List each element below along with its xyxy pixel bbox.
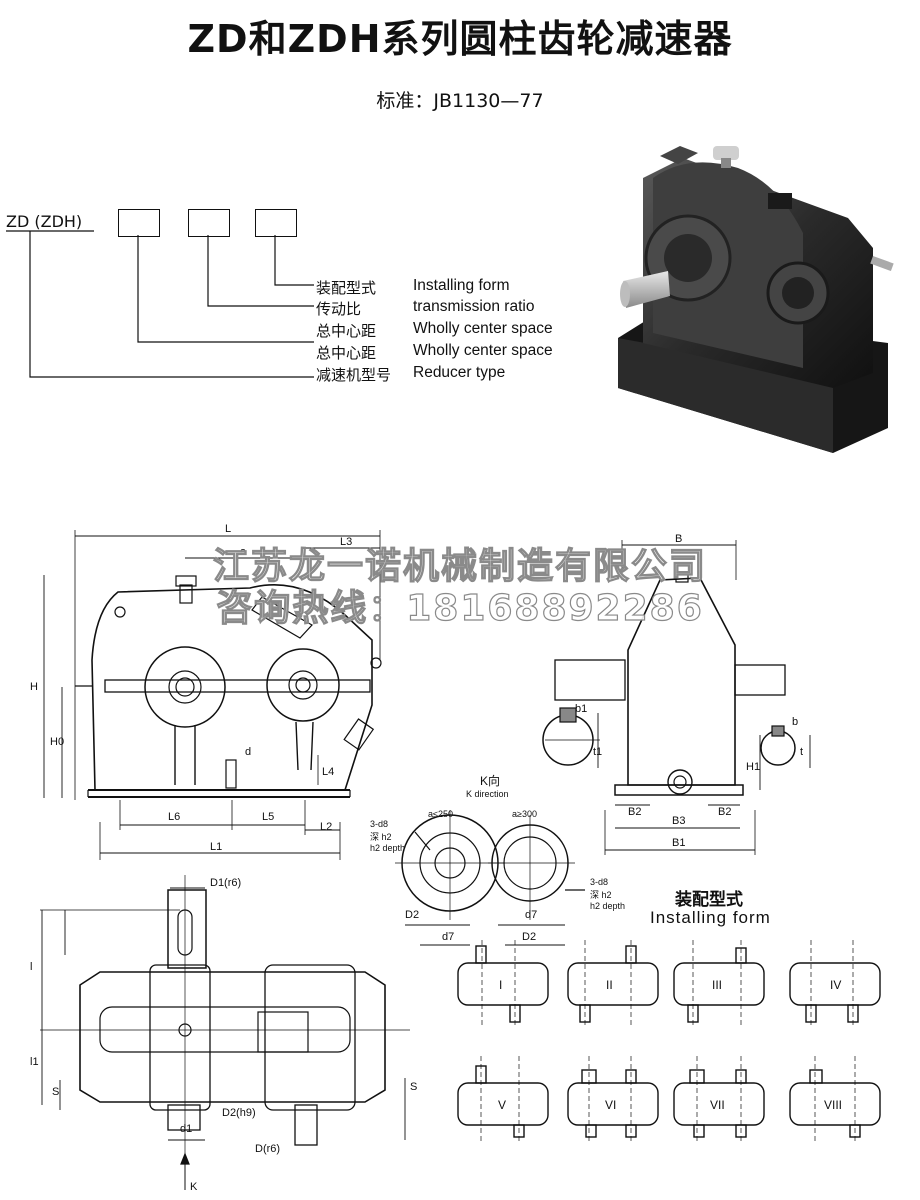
k-view-a-small: a≤250 xyxy=(428,809,453,819)
standard-number: 标准：JB1130—77 xyxy=(376,90,544,112)
legend-en-center-space-2: Wholly center space xyxy=(413,342,553,359)
dim-H: H xyxy=(30,681,38,693)
dim-Dr6: D(r6) xyxy=(255,1143,280,1155)
technical-drawings: L a L3 H H0 d L4 L6 L5 L2 L1 B b1 t1 b t… xyxy=(30,523,811,1193)
dim-B1: B1 xyxy=(672,837,685,849)
code-leader-lines xyxy=(6,230,314,378)
form-label-7: VII xyxy=(710,1098,725,1112)
dim-b: b xyxy=(792,716,798,728)
k-view-hole-left: 3-d8 xyxy=(370,819,388,829)
form-label-2: II xyxy=(606,978,613,992)
dim-a: a xyxy=(240,546,247,558)
legend-en-reducer-type: Reducer type xyxy=(413,364,506,381)
installing-form-title-en: Installing form xyxy=(650,908,771,927)
dim-L5: L5 xyxy=(262,811,274,823)
legend-en-installing-form: Installing form xyxy=(413,277,510,294)
dim-d: d xyxy=(245,746,251,758)
k-view-subtitle: K direction xyxy=(466,789,509,799)
company-watermark: 江苏龙一诺机械制造有限公司 咨询热线：18168892286 xyxy=(0,545,920,630)
dim-L: L xyxy=(225,523,231,535)
dim-t: t xyxy=(800,746,803,758)
k-view-D2-left: D2 xyxy=(405,909,419,921)
form-label-1: I xyxy=(499,978,502,992)
code-box-form xyxy=(255,209,297,237)
installing-forms: I II III IV V VI VII VIII xyxy=(457,940,881,1143)
legend-cn-reducer-type: 减速机型号 xyxy=(316,366,392,384)
watermark-company: 江苏龙一诺机械制造有限公司 xyxy=(212,545,707,587)
legend-cn-installing-form: 装配型式 xyxy=(316,279,377,297)
side-view xyxy=(542,540,811,855)
dim-B2-left: B2 xyxy=(628,806,641,818)
dim-K: K xyxy=(190,1181,198,1193)
dim-L3: L3 xyxy=(340,536,352,548)
installing-form-title-cn: 装配型式 xyxy=(675,890,743,910)
k-view-title: K向 xyxy=(480,773,500,788)
k-view-D2-right: D2 xyxy=(522,931,536,943)
k-view-depth-cn-left: 深 h2 xyxy=(370,832,392,842)
dim-H1: H1 xyxy=(746,761,760,773)
dim-B3: B3 xyxy=(672,815,685,827)
k-view xyxy=(395,810,585,946)
k-view-a-large: a≥300 xyxy=(512,809,537,819)
dim-L1: L1 xyxy=(210,841,222,853)
top-view xyxy=(40,875,410,1190)
dim-S-right: S xyxy=(410,1081,417,1093)
watermark-hotline: 咨询热线：18168892286 xyxy=(216,587,704,629)
form-label-8: VIII xyxy=(824,1098,842,1112)
model-code-label: ZD (ZDH) xyxy=(6,212,83,231)
dim-S-left: S xyxy=(52,1086,59,1098)
dim-d1: d1 xyxy=(180,1123,192,1135)
dim-L4: L4 xyxy=(322,766,334,778)
k-view-depth-en-left: h2 depth xyxy=(370,843,405,853)
dim-L2: L2 xyxy=(320,821,332,833)
dim-B: B xyxy=(675,533,682,545)
dim-H0: H0 xyxy=(50,736,64,748)
reducer-photo xyxy=(618,146,894,453)
k-view-d7-right: d7 xyxy=(525,909,537,921)
dim-L6: L6 xyxy=(168,811,180,823)
dim-t1: t1 xyxy=(593,746,602,758)
form-label-4: IV xyxy=(830,978,841,992)
dim-l: l xyxy=(30,961,32,973)
k-view-depth-cn-right: 深 h2 xyxy=(590,890,612,900)
k-view-d7-left: d7 xyxy=(442,931,454,943)
form-label-5: V xyxy=(498,1098,506,1112)
page-title: ZD和ZDH系列圆柱齿轮减速器 xyxy=(187,17,733,61)
k-view-hole-right: 3-d8 xyxy=(590,877,608,887)
dim-D2h9: D2(h9) xyxy=(222,1107,256,1119)
code-box-center-space xyxy=(118,209,160,237)
legend-cn-center-space-1: 总中心距 xyxy=(316,322,377,340)
legend-cn-ratio: 传动比 xyxy=(316,300,362,318)
form-label-3: III xyxy=(712,978,722,992)
form-label-6: VI xyxy=(605,1098,616,1112)
dim-D1: D1(r6) xyxy=(210,877,241,889)
k-view-depth-en-right: h2 depth xyxy=(590,901,625,911)
legend-en-center-space-1: Wholly center space xyxy=(413,320,553,337)
code-box-ratio xyxy=(188,209,230,237)
front-view xyxy=(43,530,382,860)
dim-l1: l1 xyxy=(30,1056,39,1068)
dim-b1: b1 xyxy=(575,703,587,715)
dim-B2-right: B2 xyxy=(718,806,731,818)
legend-cn-center-space-2: 总中心距 xyxy=(316,344,377,362)
legend-en-ratio: transmission ratio xyxy=(413,298,535,315)
